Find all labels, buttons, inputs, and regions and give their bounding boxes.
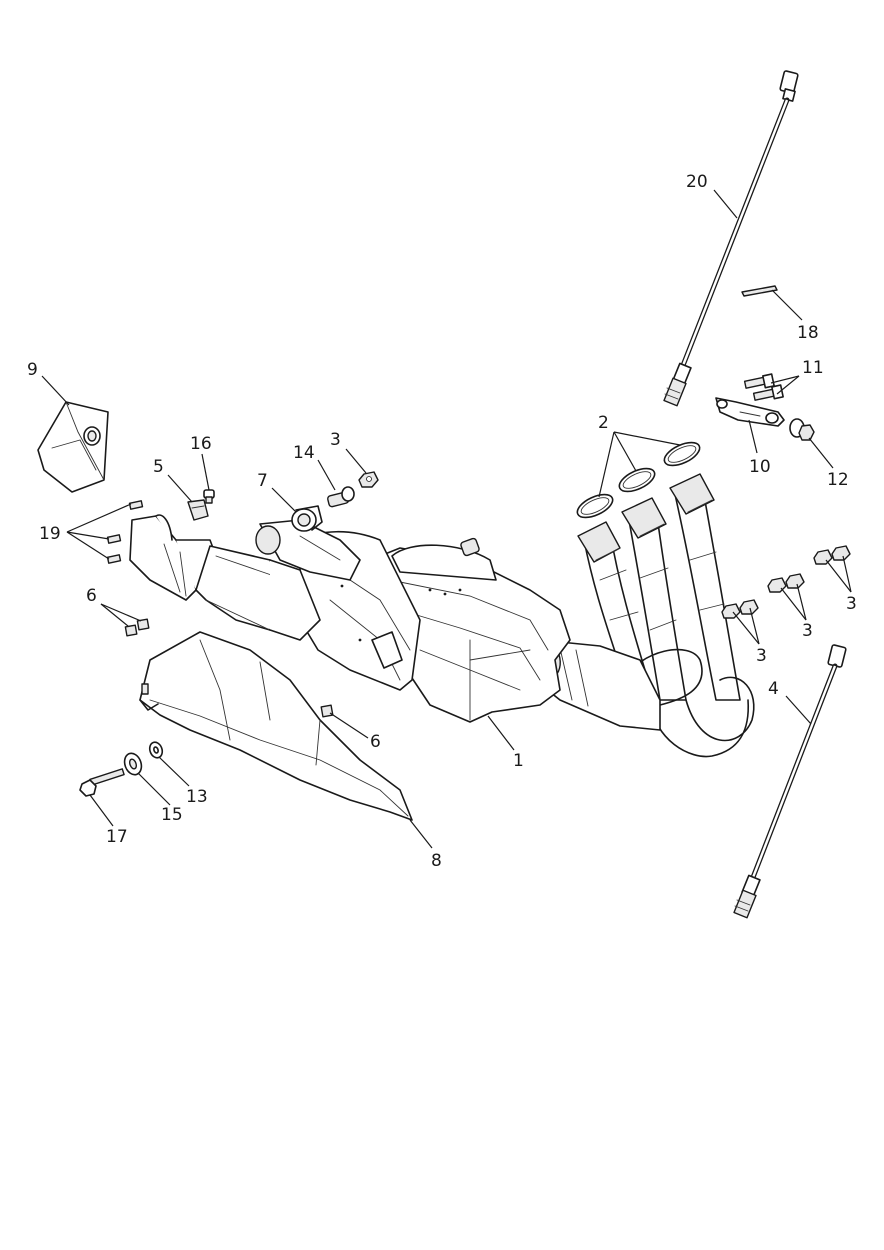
callout-5: 5	[153, 457, 164, 477]
callout-3-right-a: 3	[846, 594, 857, 614]
part-5-clip[interactable]	[187, 499, 209, 521]
part-19-screws[interactable]	[106, 500, 144, 564]
callout-17: 17	[106, 827, 128, 847]
part-6-fasteners[interactable]	[124, 618, 334, 718]
part-14-spacer[interactable]	[327, 486, 355, 508]
callout-3-right-b: 3	[802, 621, 813, 641]
part-3-nut-top[interactable]	[358, 471, 379, 488]
part-2-gaskets[interactable]	[574, 438, 703, 522]
callout-2: 2	[598, 413, 609, 433]
callout-20: 20	[686, 172, 708, 192]
callout-18: 18	[797, 323, 819, 343]
part-16-screw[interactable]	[203, 489, 215, 504]
callout-9: 9	[27, 360, 38, 380]
part-7-grommet[interactable]	[291, 505, 323, 532]
callout-6-lower: 6	[370, 732, 381, 752]
part-17-bolt[interactable]	[79, 768, 125, 797]
part-15-rubber-mount[interactable]	[122, 751, 145, 777]
callout-19: 19	[39, 524, 61, 544]
part-8-heat-shield[interactable]	[139, 631, 413, 821]
silencer-body[interactable]	[129, 514, 321, 641]
part-18-clip[interactable]	[741, 285, 778, 297]
callout-6-upper: 6	[86, 586, 97, 606]
part-20-oxygen-sensor-upper[interactable]	[663, 70, 799, 407]
callout-3-top: 3	[330, 430, 341, 450]
part-3-nuts-group[interactable]	[721, 545, 851, 619]
callout-4: 4	[768, 679, 779, 699]
part-4-oxygen-sensor-lower[interactable]	[733, 644, 847, 919]
part-12-nut[interactable]	[789, 418, 815, 441]
callout-16: 16	[190, 434, 212, 454]
callout-1: 1	[513, 751, 524, 771]
callout-10: 10	[749, 457, 771, 477]
callout-8: 8	[431, 851, 442, 871]
callout-labels: 20 18 11 10 12 2 3 3 3 4 1 6 8 9 5 16 7 …	[27, 172, 857, 871]
leader-lines	[41, 189, 852, 849]
callout-7: 7	[257, 471, 268, 491]
part-13-washer[interactable]	[148, 740, 165, 759]
part-1-exhaust-header-assembly[interactable]	[255, 473, 755, 758]
callout-3-right-c: 3	[756, 646, 767, 666]
callout-14: 14	[293, 443, 315, 463]
part-11-bolts[interactable]	[743, 373, 784, 401]
part-9-end-cap[interactable]	[37, 401, 109, 493]
callout-11: 11	[802, 358, 824, 378]
callout-15: 15	[161, 805, 183, 825]
callout-13: 13	[186, 787, 208, 807]
part-10-bracket[interactable]	[715, 397, 785, 427]
callout-12: 12	[827, 470, 849, 490]
